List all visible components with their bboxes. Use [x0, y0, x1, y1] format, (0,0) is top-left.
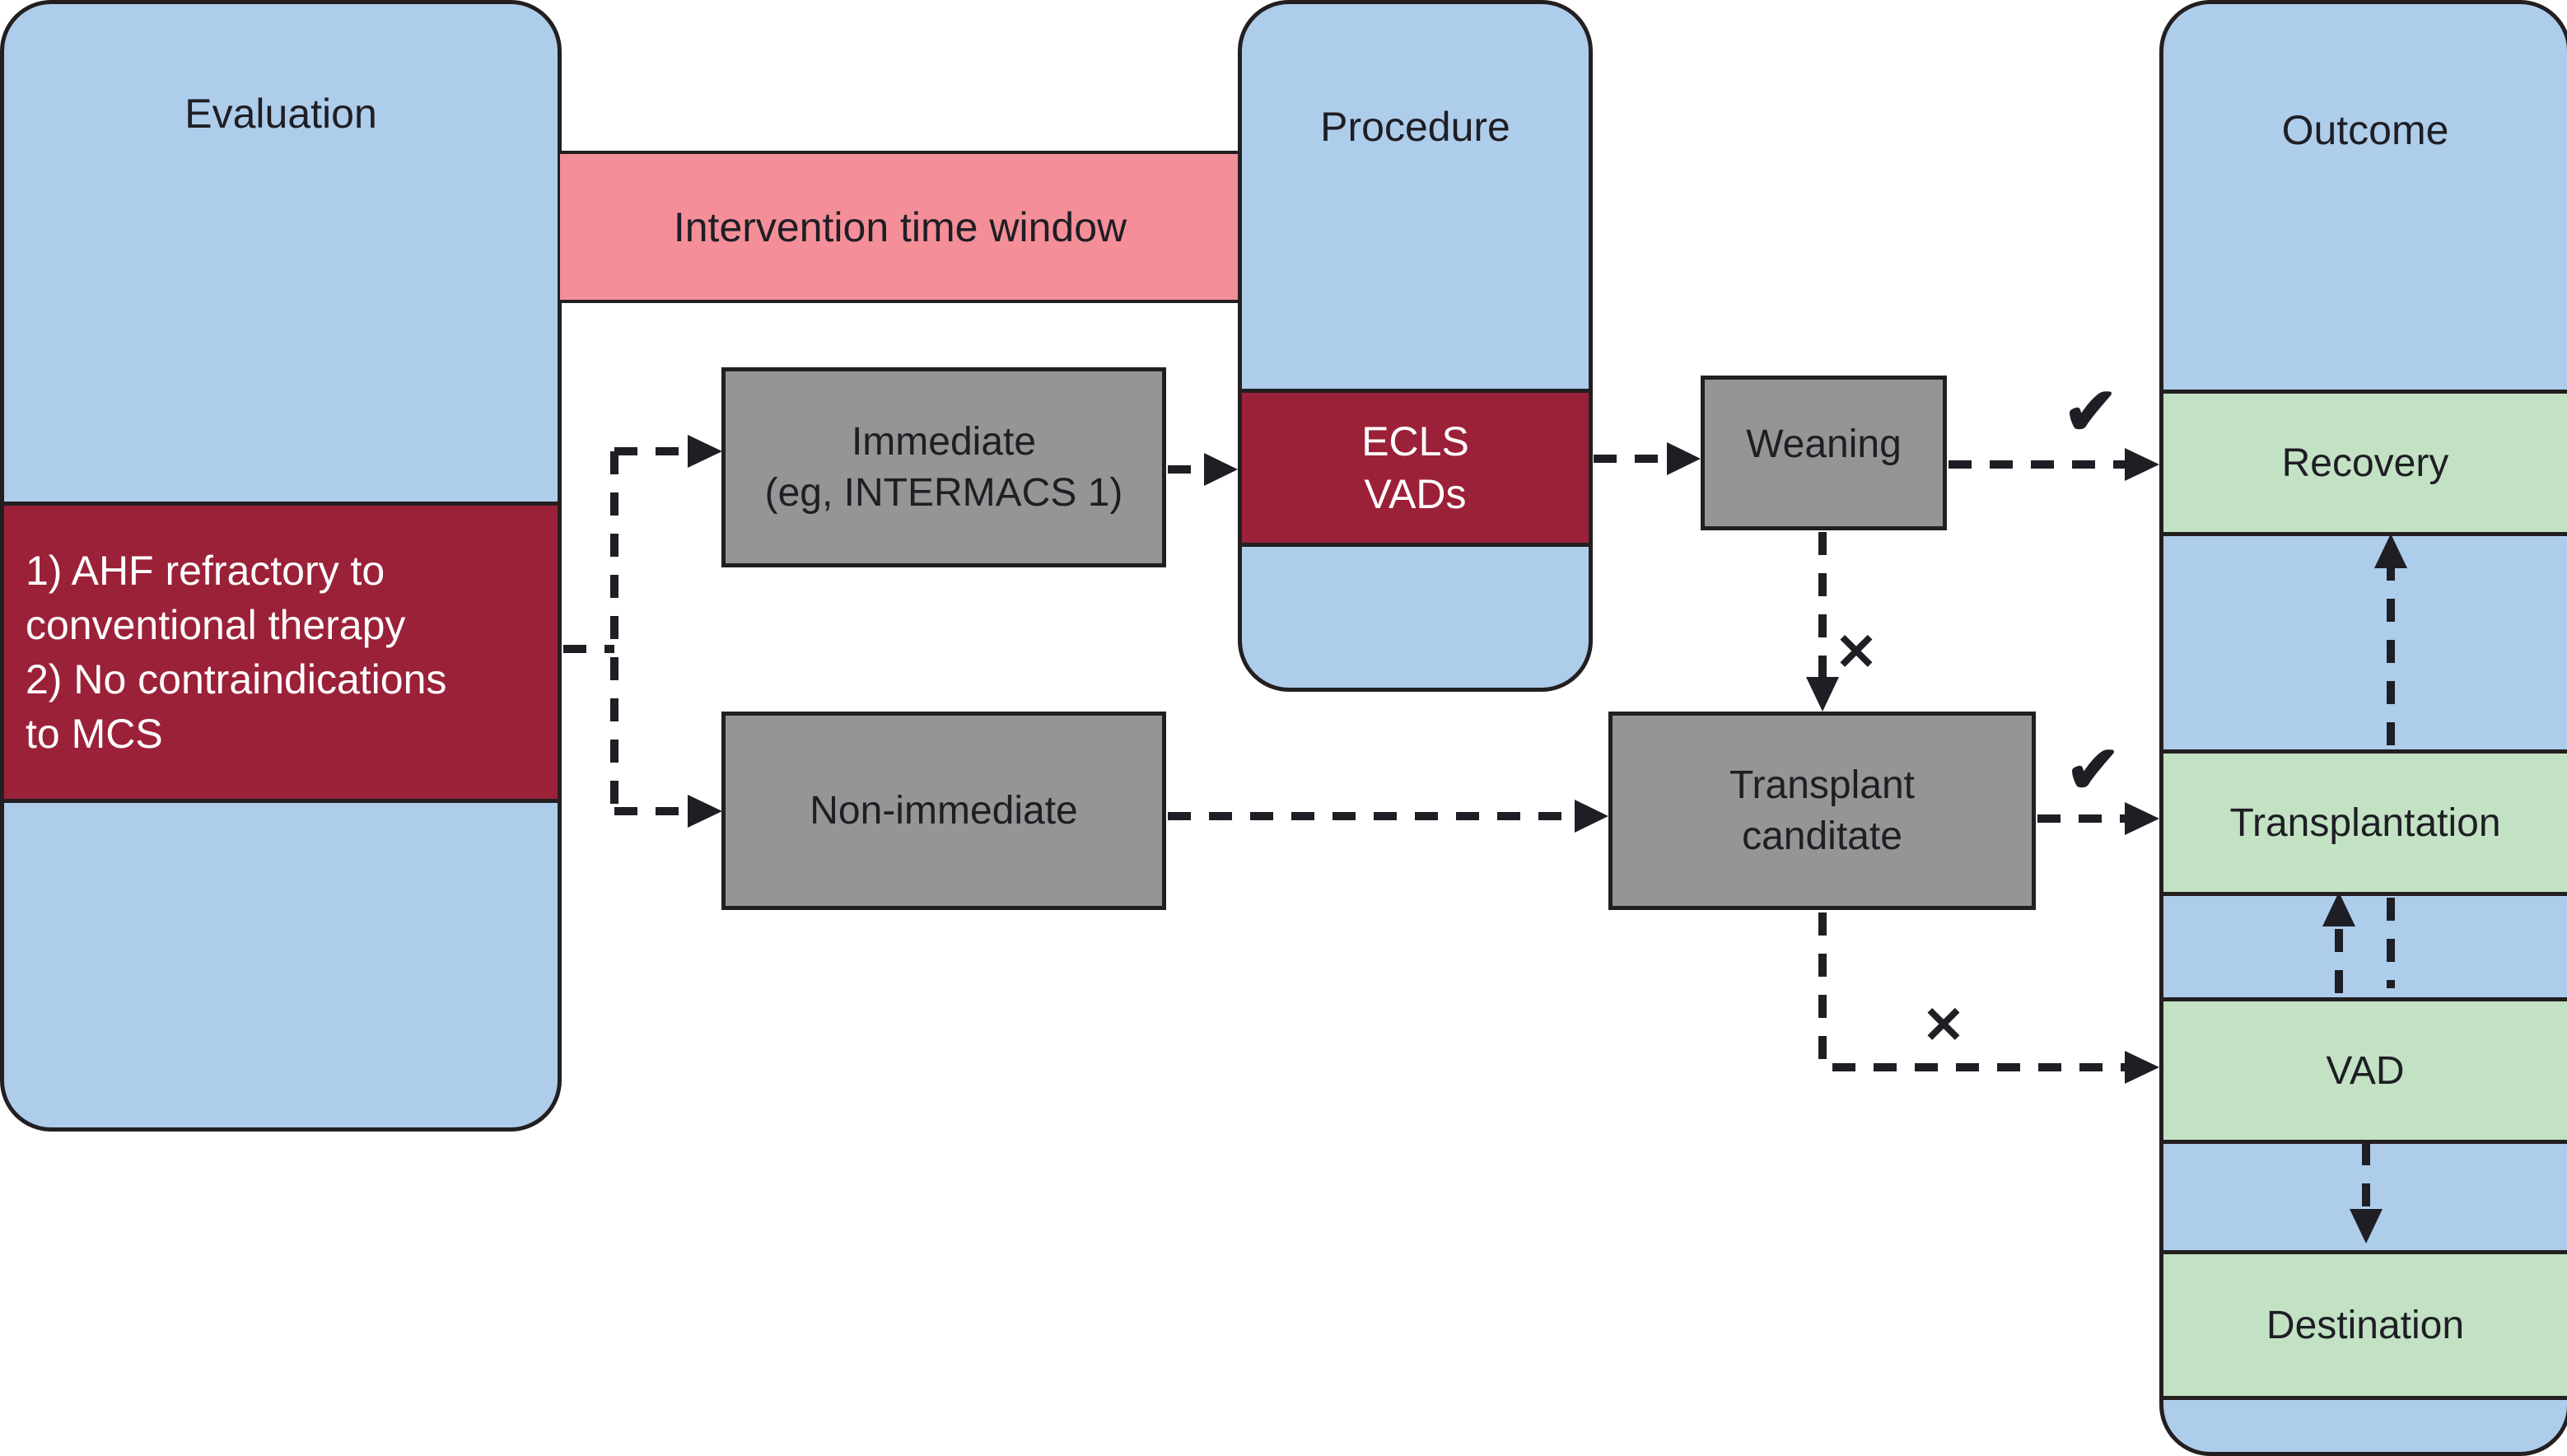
check-icon-transplantation: ✔: [2065, 733, 2121, 806]
non-immediate-label: Non-immediate: [810, 788, 1078, 833]
weaning-box: Weaning: [1701, 376, 1947, 530]
procedure-vads-label: VADs: [1364, 471, 1467, 517]
immediate-box: Immediate (eg, INTERMACS 1): [721, 367, 1166, 567]
intervention-time-window-label: Intervention time window: [673, 203, 1127, 250]
arrowhead-transplantation: [2125, 802, 2159, 835]
arrowhead-recovery: [2125, 448, 2159, 481]
intervention-time-window: Intervention time window: [560, 151, 1240, 303]
outcome-column: Outcome Recovery Transplantation VAD Des…: [2159, 0, 2567, 1456]
arrowhead-vad: [2125, 1051, 2159, 1084]
procedure-band: ECLS VADs: [1242, 389, 1589, 547]
non-immediate-box: Non-immediate: [721, 712, 1166, 910]
outcome-destination-label: Destination: [2266, 1303, 2465, 1347]
outcome-destination: Destination: [2163, 1250, 2567, 1400]
arrowhead-weaning: [1667, 442, 1701, 475]
evaluation-title: Evaluation: [184, 91, 377, 137]
cross-icon-weaning: ✕: [1835, 624, 1878, 681]
outcome-vad-label: VAD: [2326, 1048, 2405, 1093]
transplant-candidate-box: Transplant canditate: [1608, 712, 2036, 910]
outcome-recovery: Recovery: [2163, 390, 2567, 536]
outcome-transplantation: Transplantation: [2163, 749, 2567, 896]
evaluation-criteria-text: 1) AHF refractory to conventional therap…: [26, 544, 446, 761]
outcome-title: Outcome: [2281, 107, 2449, 153]
outcome-transplantation-label: Transplantation: [2229, 800, 2501, 845]
arrowhead-recovery-up: [2374, 534, 2407, 568]
arrowhead-destination-down: [2350, 1209, 2383, 1244]
criteria-line: to MCS: [26, 711, 163, 757]
connector-candidate-to-vad: [1818, 912, 2125, 1071]
outcome-vad: VAD: [2163, 997, 2567, 1144]
criteria-line: 1) AHF refractory to: [26, 548, 385, 594]
arrowhead-transplantation-up: [2322, 892, 2355, 926]
evaluation-criteria-band: 1) AHF refractory to conventional therap…: [4, 502, 558, 803]
weaning-label: Weaning: [1746, 422, 1902, 467]
outcome-recovery-label: Recovery: [2281, 441, 2449, 485]
transplant-candidate-line1: Transplant: [1729, 763, 1915, 808]
arrowhead-non-immediate: [688, 795, 722, 828]
cross-icon-vad: ✕: [1922, 997, 1965, 1054]
arrowhead-procedure: [1204, 453, 1238, 486]
arrowhead-immediate: [688, 435, 722, 468]
procedure-column: Procedure ECLS VADs: [1238, 0, 1593, 692]
arrowhead-candidate-top: [1806, 677, 1839, 712]
evaluation-column: Evaluation 1) AHF refractory to conventi…: [0, 0, 562, 1132]
procedure-title: Procedure: [1320, 104, 1510, 150]
procedure-ecls-label: ECLS: [1361, 418, 1469, 464]
criteria-line: conventional therapy: [26, 602, 406, 648]
transplant-candidate-line2: canditate: [1742, 814, 1902, 858]
immediate-example: (eg, INTERMACS 1): [764, 470, 1123, 515]
check-icon-recovery: ✔: [2063, 375, 2119, 448]
immediate-label: Immediate: [851, 420, 1037, 464]
arrowhead-candidate-left: [1575, 800, 1608, 833]
criteria-line: 2) No contraindications: [26, 656, 447, 702]
